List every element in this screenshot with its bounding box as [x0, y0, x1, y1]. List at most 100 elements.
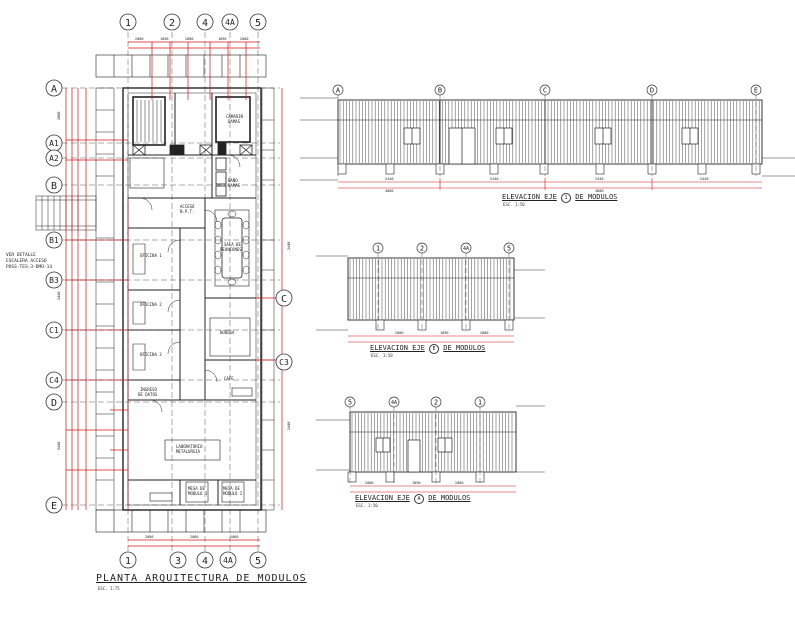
elevation-2-title: ELEVACION EJE E DE MODULOS — [370, 344, 485, 354]
plan-axes-bottom: 1 3 4 4A 5 — [119, 551, 267, 569]
axis-bubble-a2: A2 — [45, 149, 63, 167]
axis-bubble-c4: C4 — [45, 371, 63, 389]
svg-text:4A: 4A — [223, 556, 233, 565]
elevation-1-scale: ESC. 1:50 — [503, 202, 525, 207]
svg-text:D: D — [650, 87, 654, 95]
svg-text:4A: 4A — [225, 18, 235, 27]
svg-text:C1: C1 — [49, 326, 59, 335]
elevation-3-axis-ref: A — [414, 494, 425, 504]
elevation-2-axes: 1 2 4A 5 — [372, 242, 515, 254]
axis-bubble-1: 1 — [119, 13, 137, 31]
room-bodega: BODEGA — [220, 330, 235, 335]
elevation-1-suffix: DE MODULOS — [575, 193, 618, 201]
svg-text:C: C — [281, 294, 287, 305]
svg-text:B3: B3 — [49, 276, 59, 285]
elevation-3-scale: ESC. 1:50 — [356, 503, 378, 508]
plan-title: PLANTA ARQUITECTURA DE MODULOS — [96, 573, 307, 584]
room-mesa-1: MESA DE — [188, 486, 205, 491]
axis-bubble-a: A — [45, 79, 63, 97]
room-oficina-1: OFICINA 1 — [140, 253, 162, 258]
elevation-3-title: ELEVACION EJE A DE MODULOS — [355, 494, 470, 504]
elevation-1-axes: A B C D E — [332, 84, 762, 96]
svg-text:4A: 4A — [391, 400, 397, 406]
svg-text:E: E — [754, 87, 758, 95]
room-acceso: ACCESO — [180, 204, 195, 209]
svg-text:DAMAS: DAMAS — [228, 183, 241, 188]
elevation-eje-a: 2080 1090 2080 5 4A 2 1 — [316, 396, 545, 493]
detail-note: VER DETALLE ESCALERA ACCESO POSS-TES-3-D… — [6, 252, 52, 270]
svg-text:2440: 2440 — [490, 177, 498, 181]
svg-text:4880: 4880 — [595, 189, 603, 193]
room-oficina-2: OFICINA 2 — [140, 302, 162, 307]
svg-text:2080: 2080 — [455, 481, 463, 485]
elevation-2-cladding — [349, 259, 511, 319]
axis-bubble-d: D — [45, 393, 63, 411]
svg-text:2080: 2080 — [480, 331, 488, 335]
svg-text:5: 5 — [348, 399, 352, 407]
axis-bubble-bottom-4a: 4A — [219, 551, 237, 569]
svg-text:D: D — [51, 398, 57, 409]
svg-text:4: 4 — [202, 556, 208, 567]
svg-text:A: A — [336, 87, 341, 95]
plan-axes-right: C C3 — [275, 289, 293, 371]
svg-text:C3: C3 — [279, 358, 289, 367]
svg-text:2080: 2080 — [240, 37, 248, 41]
svg-text:2440: 2440 — [700, 177, 708, 181]
svg-text:2: 2 — [434, 399, 438, 407]
svg-text:2080: 2080 — [230, 535, 238, 539]
svg-text:2080: 2080 — [135, 37, 143, 41]
room-sala-reuniones: SALA DE — [224, 242, 241, 247]
elevation-1-axis-ref: 1 — [561, 193, 572, 203]
axis-bubble-e: E — [45, 496, 63, 514]
elev1-axis-b: B — [434, 84, 446, 96]
axis-bubble-4a: 4A — [221, 13, 239, 31]
svg-text:METALURGIA: METALURGIA — [176, 449, 201, 454]
svg-text:5: 5 — [255, 556, 261, 567]
svg-text:4A: 4A — [463, 246, 469, 252]
svg-text:1090: 1090 — [440, 331, 448, 335]
svg-text:A2: A2 — [49, 154, 59, 163]
svg-text:1090: 1090 — [412, 481, 420, 485]
elevation-2-suffix: DE MODULOS — [443, 344, 486, 352]
axis-bubble-5: 5 — [249, 13, 267, 31]
svg-text:2080: 2080 — [190, 535, 198, 539]
axis-bubble-bottom-3: 3 — [169, 551, 187, 569]
svg-text:2080: 2080 — [395, 331, 403, 335]
floor-plan — [35, 54, 275, 533]
elevation-2-scale: ESC. 1:50 — [371, 353, 393, 358]
room-camarin-damas: CAMARIN — [226, 114, 243, 119]
svg-text:C4: C4 — [49, 376, 59, 385]
elev2-axis-4a: 4A — [460, 242, 472, 254]
elevation-1-title: ELEVACION EJE 1 DE MODULOS — [502, 193, 617, 203]
svg-text:5: 5 — [507, 245, 511, 253]
elev2-axis-5: 5 — [503, 242, 515, 254]
axis-bubble-c1: C1 — [45, 321, 63, 339]
axis-bubble-c: C — [275, 289, 293, 307]
svg-text:N.P.T.: N.P.T. — [180, 209, 194, 214]
svg-text:ESCALERA ACCESO: ESCALERA ACCESO — [6, 258, 47, 264]
elev3-axis-5: 5 — [344, 396, 356, 408]
elevation-3-axes: 5 4A 2 1 — [344, 396, 486, 408]
svg-text:2440: 2440 — [385, 177, 393, 181]
svg-text:2080: 2080 — [185, 37, 193, 41]
svg-text:2080: 2080 — [365, 481, 373, 485]
svg-text:POSS-TES-3-DMO-14: POSS-TES-3-DMO-14 — [6, 264, 52, 270]
svg-text:VER DETALLE: VER DETALLE — [6, 252, 36, 258]
axis-bubble-c3: C3 — [275, 353, 293, 371]
plan-axes-top: 1 2 4 4A 5 — [119, 13, 267, 31]
axis-bubble-bottom-5: 5 — [249, 551, 267, 569]
svg-text:1: 1 — [125, 556, 131, 567]
svg-text:2080: 2080 — [145, 535, 153, 539]
svg-text:2: 2 — [169, 18, 175, 29]
svg-text:1: 1 — [376, 245, 380, 253]
svg-text:DE DATOS: DE DATOS — [138, 392, 158, 397]
svg-text:3: 3 — [175, 556, 181, 567]
svg-text:4: 4 — [202, 18, 208, 29]
room-ingreso-datos: INGRESO — [140, 387, 157, 392]
svg-text:1090: 1090 — [218, 37, 226, 41]
elev2-axis-2: 2 — [416, 242, 428, 254]
axis-bubble-b: B — [45, 176, 63, 194]
svg-text:1090: 1090 — [160, 37, 168, 41]
